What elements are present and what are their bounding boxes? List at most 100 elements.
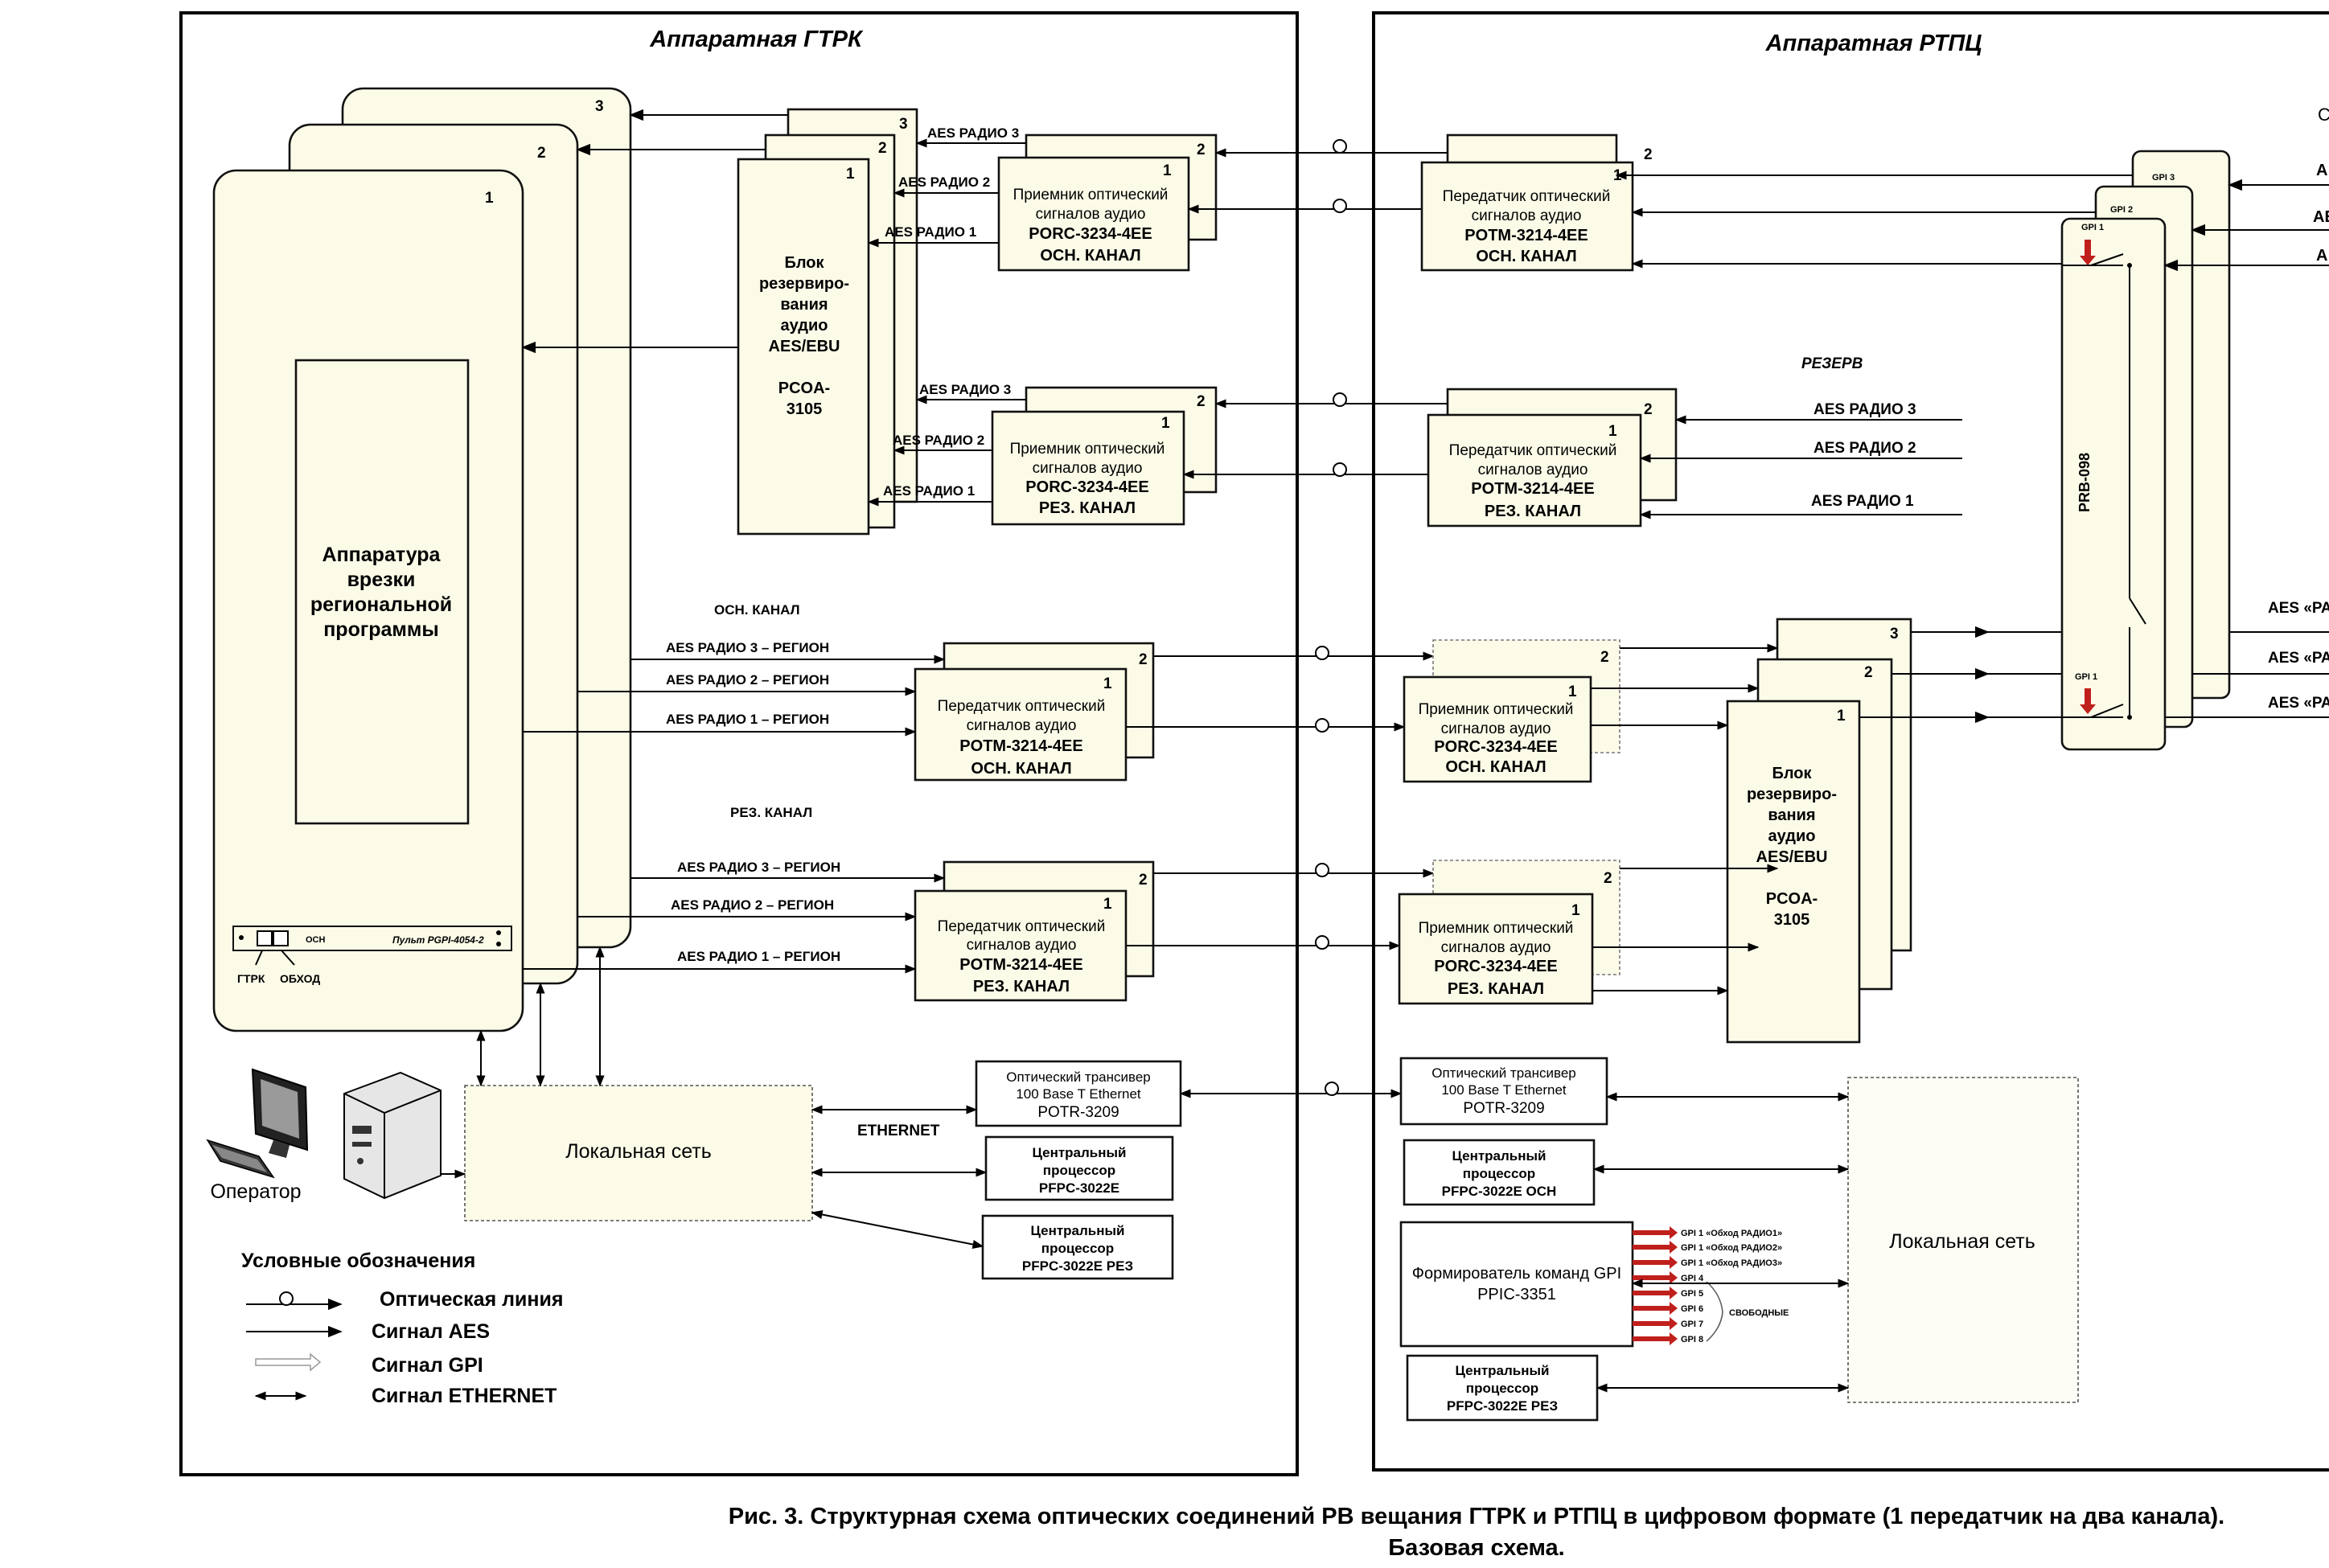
- svg-text:3105: 3105: [1774, 911, 1810, 929]
- svg-text:PFPC-3022E ОСН: PFPC-3022E ОСН: [1442, 1184, 1557, 1199]
- svg-text:сигналов аудио: сигналов аудио: [1033, 460, 1143, 477]
- svg-text:PCOA-: PCOA-: [1766, 890, 1818, 908]
- svg-text:2: 2: [1604, 870, 1612, 887]
- svg-text:3: 3: [1890, 626, 1899, 642]
- gpi-out-2: GPI 1 «Обход РАДИО2»: [1681, 1243, 1782, 1253]
- svg-text:процессор: процессор: [1466, 1381, 1538, 1396]
- svg-text:Приемник оптический: Приемник оптический: [1010, 441, 1165, 458]
- svg-text:1: 1: [1163, 162, 1172, 179]
- svg-text:1: 1: [1161, 415, 1170, 432]
- svg-text:Оптический трансивер: Оптический трансивер: [1431, 1065, 1576, 1081]
- gtrk-recv-res-sig-1: AES РАДИО 1: [883, 483, 975, 499]
- equip-label-line-4: программы: [323, 618, 439, 641]
- gpi-out-4: GPI 4: [1681, 1274, 1704, 1283]
- svg-text:процессор: процессор: [1463, 1166, 1535, 1181]
- svg-text:Блок: Блок: [1772, 765, 1812, 782]
- console-label: Пульт PGPI-4054-2: [392, 934, 484, 946]
- prb-label: PRB-098: [2076, 453, 2093, 512]
- rtpc-reserve-title: РЕЗЕРВ: [1801, 355, 1863, 372]
- gtrk-receiver-reserve: 2 1 Приемник оптический сигналов аудио P…: [991, 386, 1218, 526]
- rtpc-transmitter-main: 2 1 Передатчик оптический сигналов аудио…: [1420, 133, 1653, 272]
- rtpc-backup-block-stack: 3 2 1 Блок резервиро- вания аудио AES/EB…: [1726, 618, 1912, 1044]
- gtrk-tx-main-title: ОСН. КАНАЛ: [714, 602, 800, 618]
- gpi-outputs: GPI 1 «Обход РАДИО1» GPI 1 «Обход РАДИО2…: [1633, 1226, 1789, 1345]
- legend-aes: Сигнал AES: [372, 1320, 490, 1343]
- svg-text:1: 1: [1608, 423, 1617, 440]
- equip-stack-number-2: 2: [537, 145, 546, 162]
- rtpc-cpu-1: [1403, 1139, 1596, 1206]
- console-button-bypass[interactable]: [273, 930, 289, 946]
- svg-text:Передатчик оптический: Передатчик оптический: [1449, 442, 1617, 459]
- gtrk-transmitter-main: 2 1 Передатчик оптический сигналов аудио…: [914, 642, 1155, 782]
- gtrk-backup-stack-1: 1: [846, 166, 855, 183]
- rtpc-right-edge: С: [2318, 105, 2329, 125]
- console-bypass-label: ОБХОД: [280, 972, 320, 985]
- gtrk-tx-res-sig-2: AES РАДИО 2 – РЕГИОН: [671, 897, 834, 913]
- gtrk-backup-model-2: 3105: [787, 400, 823, 418]
- gtrk-tx-main-sig-2: AES РАДИО 2 – РЕГИОН: [666, 672, 829, 688]
- rtpc-transmitter-reserve: 2 1 Передатчик оптический сигналов аудио…: [1427, 388, 1678, 527]
- svg-text:POTM-3214-4EE: POTM-3214-4EE: [1464, 227, 1588, 244]
- gtrk-recv-res-sig-2: AES РАДИО 2: [893, 433, 984, 448]
- gtrk-backup-label-5: AES/EBU: [769, 338, 840, 355]
- svg-text:POTM-3214-4EE: POTM-3214-4EE: [959, 956, 1082, 974]
- gpi-out-8: GPI 8: [1681, 1335, 1703, 1344]
- svg-text:вания: вания: [1768, 807, 1815, 824]
- legend-gpi: Сигнал GPI: [372, 1354, 483, 1377]
- regional-insert-equipment-stack: 3 2 1 Аппаратура врезки региональной про…: [212, 87, 632, 1032]
- svg-text:1: 1: [1103, 675, 1112, 692]
- svg-text:Оптический трансивер: Оптический трансивер: [1006, 1069, 1151, 1085]
- svg-text:сигналов аудио: сигналов аудио: [1441, 720, 1551, 737]
- svg-text:сигналов аудио: сигналов аудио: [1472, 207, 1582, 224]
- svg-text:сигналов аудио: сигналов аудио: [1478, 462, 1588, 478]
- svg-text:PORC-3234-4EE: PORC-3234-4EE: [1029, 225, 1152, 243]
- legend: Условные обозначения Оптическая линия Си…: [241, 1250, 563, 1407]
- prb-gpi-3: GPI 3: [2152, 173, 2175, 183]
- rtpc-lan-label: Локальная сеть: [1889, 1230, 2035, 1253]
- gtrk-cpu-2: [981, 1214, 1174, 1280]
- prb-098-stack: GPI 3 GPI 2 GPI 1 GPI 1 PRB-098: [2060, 150, 2231, 751]
- svg-text:резервиро-: резервиро-: [1747, 786, 1837, 803]
- svg-text:2: 2: [1864, 664, 1873, 681]
- gtrk-recv-main-sig-1: AES РАДИО 1: [885, 224, 976, 240]
- svg-text:Формирователь команд GPI: Формирователь команд GPI: [1412, 1265, 1621, 1283]
- gpi-out-5: GPI 5: [1681, 1289, 1703, 1299]
- gtrk-tx-res-sig-1: AES РАДИО 1 – РЕГИОН: [677, 949, 840, 964]
- legend-ethernet: Сигнал ETHERNET: [372, 1385, 557, 1407]
- gtrk-receiver-main: 2 1 Приемник оптический сигналов аудио P…: [997, 133, 1218, 272]
- gtrk-recv-main-sig-2: AES РАДИО 2: [898, 174, 990, 190]
- optical-lines: [1126, 139, 1448, 1098]
- rtpc-receiver-reserve: 2 1 Приемник оптический сигналов аудио P…: [1398, 860, 1620, 1005]
- rtpc-right-in-1: А: [2316, 162, 2327, 179]
- svg-text:сигналов аудио: сигналов аудио: [1036, 206, 1146, 223]
- svg-text:ОСН. КАНАЛ: ОСН. КАНАЛ: [1445, 758, 1546, 776]
- gtrk-lan: [464, 1085, 813, 1221]
- svg-text:POTM-3214-4EE: POTM-3214-4EE: [1471, 480, 1594, 498]
- gtrk-backup-label-4: аудио: [781, 317, 828, 335]
- svg-text:100 Base T Ethernet: 100 Base T Ethernet: [1016, 1086, 1141, 1102]
- svg-text:2: 2: [1644, 401, 1653, 418]
- gtrk-transmitter-reserve: 2 1 Передатчик оптический сигналов аудио…: [914, 860, 1155, 1002]
- equip-stack-number-3: 3: [595, 98, 604, 115]
- gtrk-ethernet-label: ETHERNET: [857, 1123, 940, 1139]
- gtrk-tx-res-sig-3: AES РАДИО 3 – РЕГИОН: [677, 860, 840, 875]
- gtrk-backup-label-1: Блок: [784, 254, 824, 272]
- svg-text:POTR-3209: POTR-3209: [1037, 1104, 1119, 1121]
- svg-text:2: 2: [1600, 649, 1609, 666]
- rtpc-right-out-1: AES «РА: [2268, 600, 2329, 617]
- svg-text:ОСН. КАНАЛ: ОСН. КАНАЛ: [971, 760, 1071, 778]
- rtpc-right-out-3: AES «РА: [2268, 695, 2329, 712]
- svg-text:ОСН. КАНАЛ: ОСН. КАНАЛ: [1476, 248, 1576, 265]
- gtrk-backup-stack-3: 3: [899, 116, 908, 133]
- svg-text:РЕЗ. КАНАЛ: РЕЗ. КАНАЛ: [1039, 499, 1136, 517]
- svg-text:POTM-3214-4EE: POTM-3214-4EE: [959, 737, 1082, 755]
- rtpc-right-in-2: АЕ: [2313, 208, 2329, 226]
- svg-text:PORC-3234-4EE: PORC-3234-4EE: [1434, 738, 1557, 756]
- svg-text:PFPC-3022E РЕЗ: PFPC-3022E РЕЗ: [1447, 1398, 1558, 1414]
- equip-label-line-2: врезки: [347, 569, 416, 591]
- svg-text:POTR-3209: POTR-3209: [1463, 1100, 1544, 1117]
- console-button-gtrk[interactable]: [257, 930, 273, 946]
- svg-text:Передатчик оптический: Передатчик оптический: [938, 918, 1106, 935]
- equip-label-line-1: Аппаратура: [322, 544, 442, 566]
